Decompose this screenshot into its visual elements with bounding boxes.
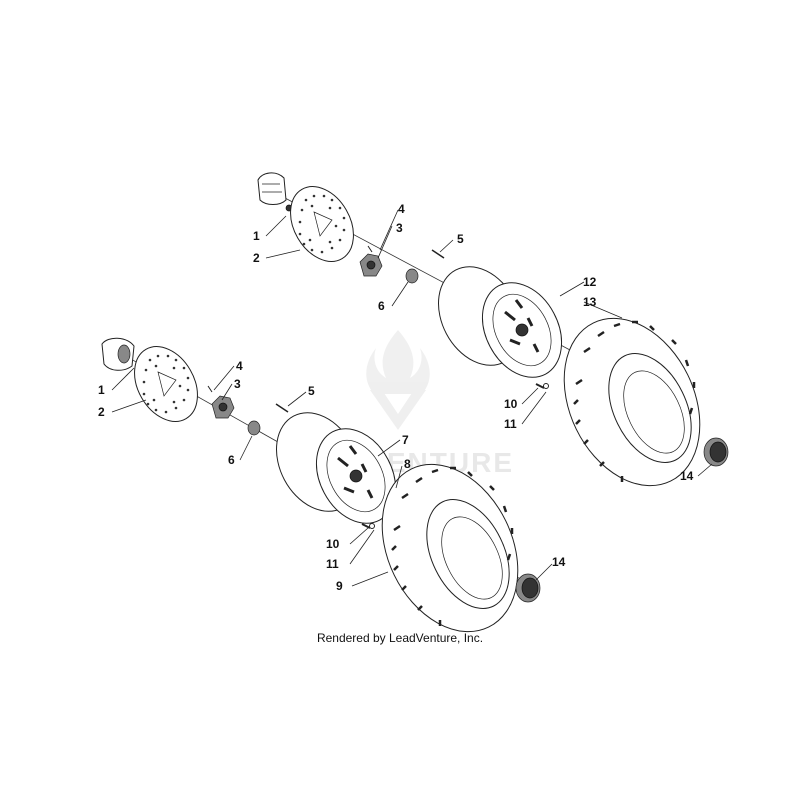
lower-callout-4: 4	[236, 359, 243, 373]
upper-assembly: 1 2 4 3 5 6 12 13 10 11 14	[253, 172, 729, 487]
flame-icon	[366, 330, 430, 394]
upper-callout-10: 10	[504, 397, 518, 411]
upper-callout-13: 13	[583, 295, 597, 309]
upper-callout-6: 6	[378, 299, 385, 313]
lower-valve-stem	[361, 523, 371, 529]
upper-wheel-hub	[359, 253, 383, 277]
lower-callout-9: 9	[336, 579, 343, 593]
render-credit: Rendered by LeadVenture, Inc.	[316, 631, 484, 645]
upper-cotter-pin	[431, 249, 445, 259]
upper-callout-12: 12	[583, 275, 597, 289]
lower-callout-2: 2	[98, 405, 105, 419]
upper-callout-4: 4	[398, 202, 405, 216]
upper-callout-2: 2	[253, 251, 260, 265]
upper-knuckle	[257, 172, 287, 205]
upper-brake-disc	[290, 186, 354, 262]
lower-axle-nut	[247, 420, 261, 436]
lower-tire	[381, 463, 519, 633]
lower-callout-5: 5	[308, 384, 315, 398]
lower-callout-1: 1	[98, 383, 105, 397]
lower-stud	[207, 385, 213, 393]
lower-knuckle	[101, 337, 135, 371]
upper-callout-14: 14	[680, 469, 694, 483]
upper-valve-cap	[543, 383, 549, 389]
lower-callout-10: 10	[326, 537, 340, 551]
lower-valve-cap	[369, 523, 375, 529]
lower-hub-cap	[515, 573, 541, 603]
lower-callout-3: 3	[234, 377, 241, 391]
lower-callout-11: 11	[326, 557, 339, 571]
upper-rim	[438, 266, 563, 378]
lower-assembly: 1 2 4 3 5 6 7 8 10 11 9 14	[98, 337, 566, 633]
lower-callout-7: 7	[402, 433, 409, 447]
upper-callout-11: 11	[504, 417, 517, 431]
v-mark-icon	[370, 390, 426, 430]
upper-hub-cap	[703, 437, 729, 467]
upper-axle-nut	[405, 268, 419, 284]
upper-valve-stem	[535, 383, 545, 389]
lower-cotter-pin	[275, 403, 289, 413]
upper-stud	[367, 245, 373, 253]
upper-callout-5: 5	[457, 232, 464, 246]
lower-wheel-hub	[211, 395, 235, 419]
lower-callout-14: 14	[552, 555, 566, 569]
lower-brake-disc	[134, 346, 198, 422]
upper-callout-3: 3	[396, 221, 403, 235]
lower-callout-8: 8	[404, 457, 411, 471]
lower-rim	[276, 412, 397, 524]
lower-callout-6: 6	[228, 453, 235, 467]
upper-callout-1: 1	[253, 229, 260, 243]
upper-tire	[563, 317, 701, 487]
